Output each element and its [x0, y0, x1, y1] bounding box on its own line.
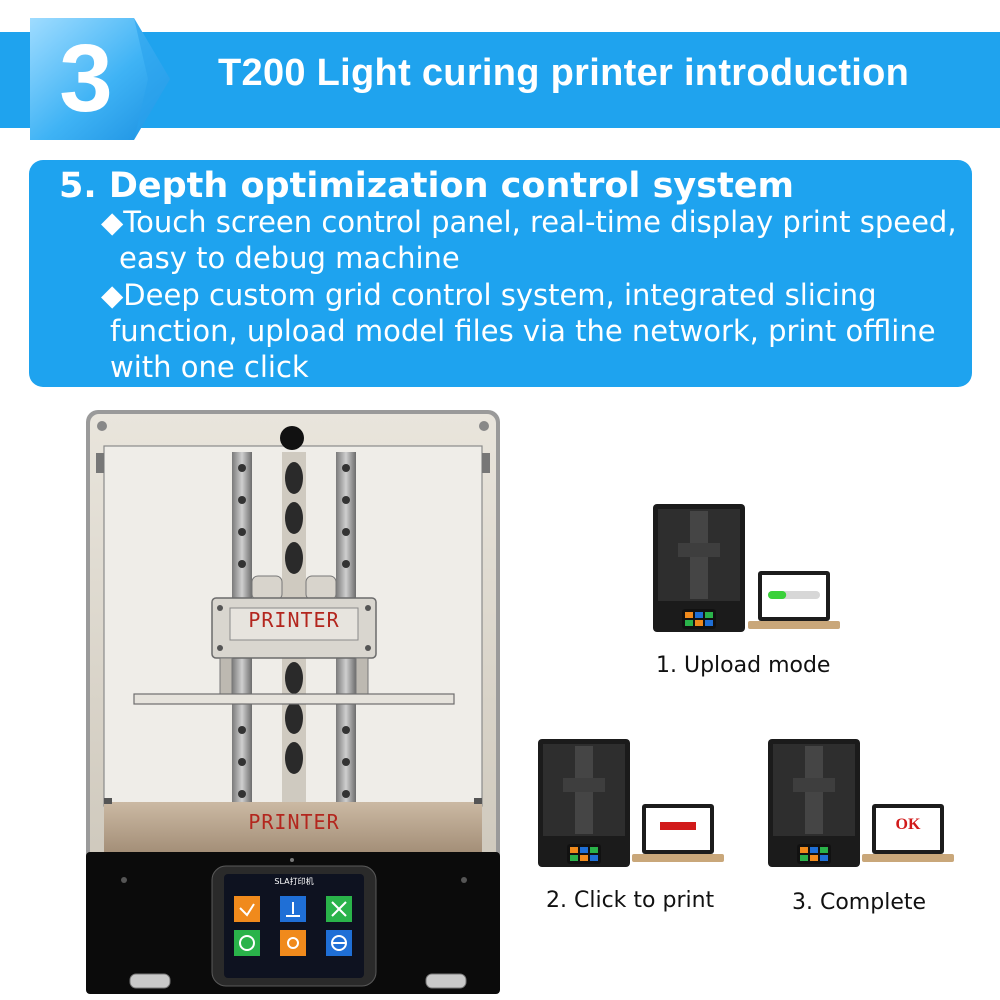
- step-caption: 2. Click to print: [546, 888, 715, 913]
- mini-printer: [538, 739, 630, 867]
- mini-printer: [653, 504, 745, 632]
- laptop-icon: [862, 804, 954, 862]
- step-caption: 3. Complete: [792, 890, 927, 915]
- bullet-1-line-2: easy to debug machine: [119, 241, 460, 275]
- bullet-2-line-2: function, upload model files via the net…: [110, 314, 936, 348]
- upload-progress-fill: [768, 591, 787, 599]
- step-badge: [30, 18, 170, 140]
- bullet-2-line-1: ◆Deep custom grid control system, integr…: [101, 278, 877, 312]
- section-heading: 5. Depth optimization control system: [59, 166, 795, 206]
- bullet-2-line-3: with one click: [110, 350, 309, 384]
- step-number: 3: [59, 25, 113, 132]
- page-title: T200 Light curing printer introduction: [218, 52, 910, 94]
- laptop-icon: [632, 804, 724, 862]
- bullet-1-line-1: ◆Touch screen control panel, real-time d…: [101, 205, 957, 239]
- mini-printer: [768, 739, 860, 867]
- laptop-ok-text: OK: [895, 816, 921, 833]
- printer-base-label: PRINTER: [248, 810, 340, 834]
- laptop-icon: [748, 571, 840, 629]
- printer-brand-label: PRINTER: [248, 608, 340, 632]
- feature-panel: 5. Depth optimization control system ◆To…: [29, 160, 972, 387]
- printer-illustration: [86, 410, 500, 994]
- step-caption: 1. Upload mode: [656, 653, 831, 678]
- screen-title: SLA打印机: [274, 877, 314, 886]
